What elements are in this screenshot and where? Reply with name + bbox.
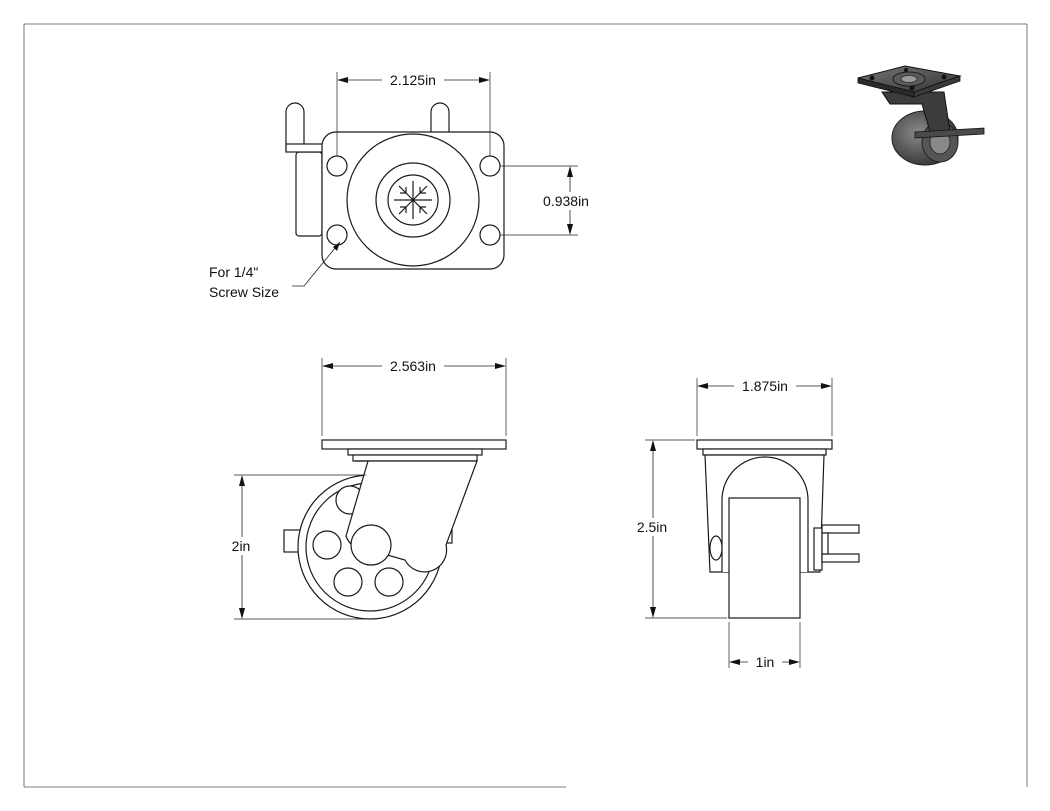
mount-hole-tl bbox=[326, 155, 348, 177]
dim-side-height: 2.5in bbox=[633, 439, 727, 619]
dim-front-height-label: 2in bbox=[232, 538, 251, 554]
dim-top-hole-spacing-label: 0.938in bbox=[543, 193, 589, 209]
side-view bbox=[696, 439, 860, 619]
mount-hole-br bbox=[479, 224, 501, 246]
brake-tab-right bbox=[430, 102, 450, 136]
dim-wheel-width: 1in bbox=[728, 622, 801, 670]
rivet-star bbox=[394, 181, 432, 219]
side-brake-lever-top bbox=[821, 524, 860, 534]
sheet-border bbox=[23, 23, 1028, 788]
side-plate bbox=[696, 439, 833, 450]
front-axle-hub bbox=[350, 524, 392, 566]
dim-front-height: 2in bbox=[226, 474, 366, 620]
dim-top-width-label: 2.125in bbox=[390, 72, 436, 88]
dim-top-hole-spacing: 0.938in bbox=[500, 165, 600, 236]
dim-front-width-label: 2.563in bbox=[390, 358, 436, 374]
top-view bbox=[285, 102, 505, 270]
dim-front-width: 2.563in bbox=[321, 356, 507, 436]
side-axle-nut bbox=[709, 535, 723, 561]
brake-housing bbox=[295, 151, 323, 237]
dim-side-width-label: 1.875in bbox=[742, 378, 788, 394]
caster-isometric-icon bbox=[857, 65, 985, 166]
mount-hole-bl bbox=[326, 224, 348, 246]
wheel-hole-3 bbox=[312, 530, 342, 560]
dim-wheel-width-label: 1in bbox=[756, 654, 775, 670]
mount-hole-tr bbox=[479, 155, 501, 177]
wheel-hole-6 bbox=[374, 567, 404, 597]
dim-side-width: 1.875in bbox=[696, 376, 833, 436]
wheel-hole-5 bbox=[333, 567, 363, 597]
side-raceway bbox=[702, 448, 827, 456]
front-view bbox=[283, 439, 507, 620]
side-brake-pivot bbox=[821, 532, 829, 555]
front-plate bbox=[321, 439, 507, 450]
dim-top-width: 2.125in bbox=[336, 70, 491, 156]
front-raceway bbox=[347, 448, 483, 456]
brake-tab-left bbox=[285, 102, 305, 151]
screw-note-line1: For 1/4" bbox=[209, 264, 258, 280]
side-brake-lever-bottom bbox=[821, 553, 860, 563]
side-wheel bbox=[728, 497, 801, 619]
screw-note-line2: Screw Size bbox=[209, 284, 279, 300]
side-brake-plate bbox=[813, 527, 823, 571]
brake-bar bbox=[285, 143, 327, 153]
front-raceway-lower bbox=[352, 454, 478, 462]
screw-size-note: For 1/4" Screw Size bbox=[209, 241, 341, 300]
dim-side-height-label: 2.5in bbox=[637, 519, 667, 535]
